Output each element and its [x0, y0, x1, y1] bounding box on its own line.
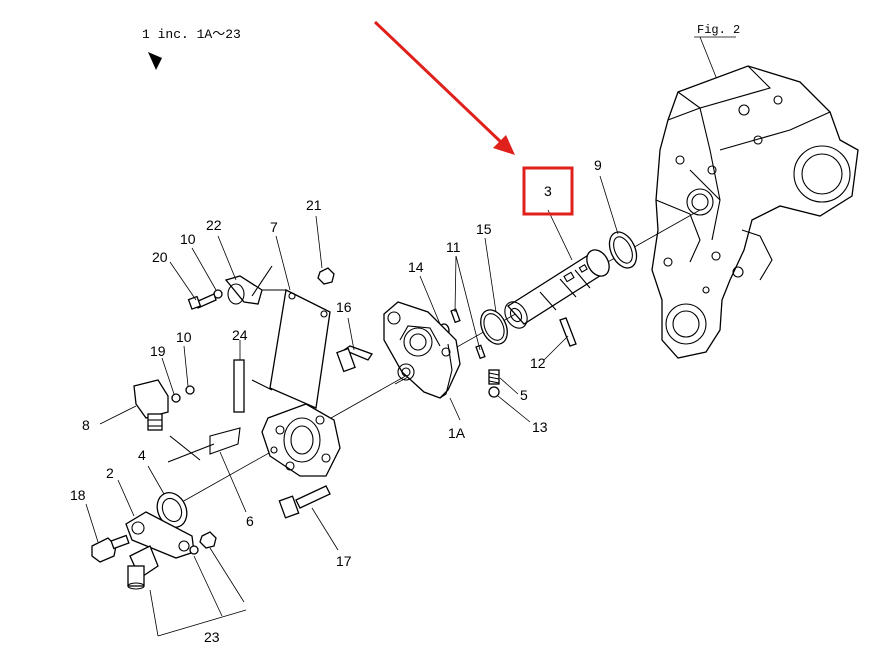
label-10-upper: 10 — [180, 231, 196, 247]
part-3-spool — [504, 249, 610, 329]
label-7: 7 — [270, 219, 278, 235]
part-11-pin-lower — [475, 344, 486, 360]
part-22-clamp — [224, 265, 286, 305]
label-21: 21 — [306, 197, 322, 213]
label-17: 17 — [336, 553, 352, 569]
label-24: 24 — [232, 327, 248, 343]
highlight-arrow-shaft — [373, 20, 505, 146]
part-1A-cover — [383, 301, 461, 399]
label-14: 14 — [408, 259, 424, 275]
view-direction-arrow — [148, 52, 162, 70]
label-19: 19 — [150, 343, 166, 359]
label-12: 12 — [530, 355, 546, 371]
label-6: 6 — [246, 513, 254, 529]
label-20: 20 — [152, 249, 168, 265]
part-10-washer-lower — [185, 385, 195, 395]
fig-reference: Fig. 2 — [697, 23, 740, 37]
label-4: 4 — [138, 447, 146, 463]
include-note: 1 inc. 1A〜23 — [142, 27, 241, 42]
label-15: 15 — [476, 221, 492, 237]
part-7-bracket — [251, 289, 331, 409]
label-23: 23 — [204, 629, 220, 645]
label-2: 2 — [106, 465, 114, 481]
part-13-ball — [488, 386, 500, 398]
part-18-bolt — [91, 534, 130, 563]
part-20-bolt — [187, 293, 217, 310]
part-21-nut — [317, 267, 335, 285]
label-8: 8 — [82, 417, 90, 433]
label-16: 16 — [336, 299, 352, 315]
part-15-oring — [480, 309, 508, 345]
part-11-pin-upper — [450, 308, 461, 324]
label-5: 5 — [520, 387, 528, 403]
highlight-box — [522, 166, 574, 216]
part-16-bolt — [336, 345, 373, 373]
label-1A: 1A — [448, 425, 466, 441]
label-18: 18 — [70, 487, 86, 503]
part-8-fitting — [133, 379, 215, 463]
part-23-fittings — [127, 531, 217, 590]
part-9-oring — [608, 231, 638, 269]
label-13: 13 — [532, 419, 548, 435]
part-6-flange — [209, 403, 341, 477]
pump-housing — [651, 65, 859, 359]
fig-leader — [699, 36, 719, 83]
label-3: 3 — [544, 183, 552, 199]
label-10-lower: 10 — [176, 329, 192, 345]
part-19-washer — [171, 393, 181, 403]
part-17-bolt — [278, 485, 331, 519]
label-22: 22 — [206, 217, 222, 233]
label-9: 9 — [594, 157, 602, 173]
highlight-arrow-head — [493, 135, 515, 155]
part-24-plate — [233, 359, 245, 413]
part-5-spring — [488, 369, 500, 385]
leader-lines — [85, 175, 619, 637]
label-11: 11 — [446, 239, 461, 255]
